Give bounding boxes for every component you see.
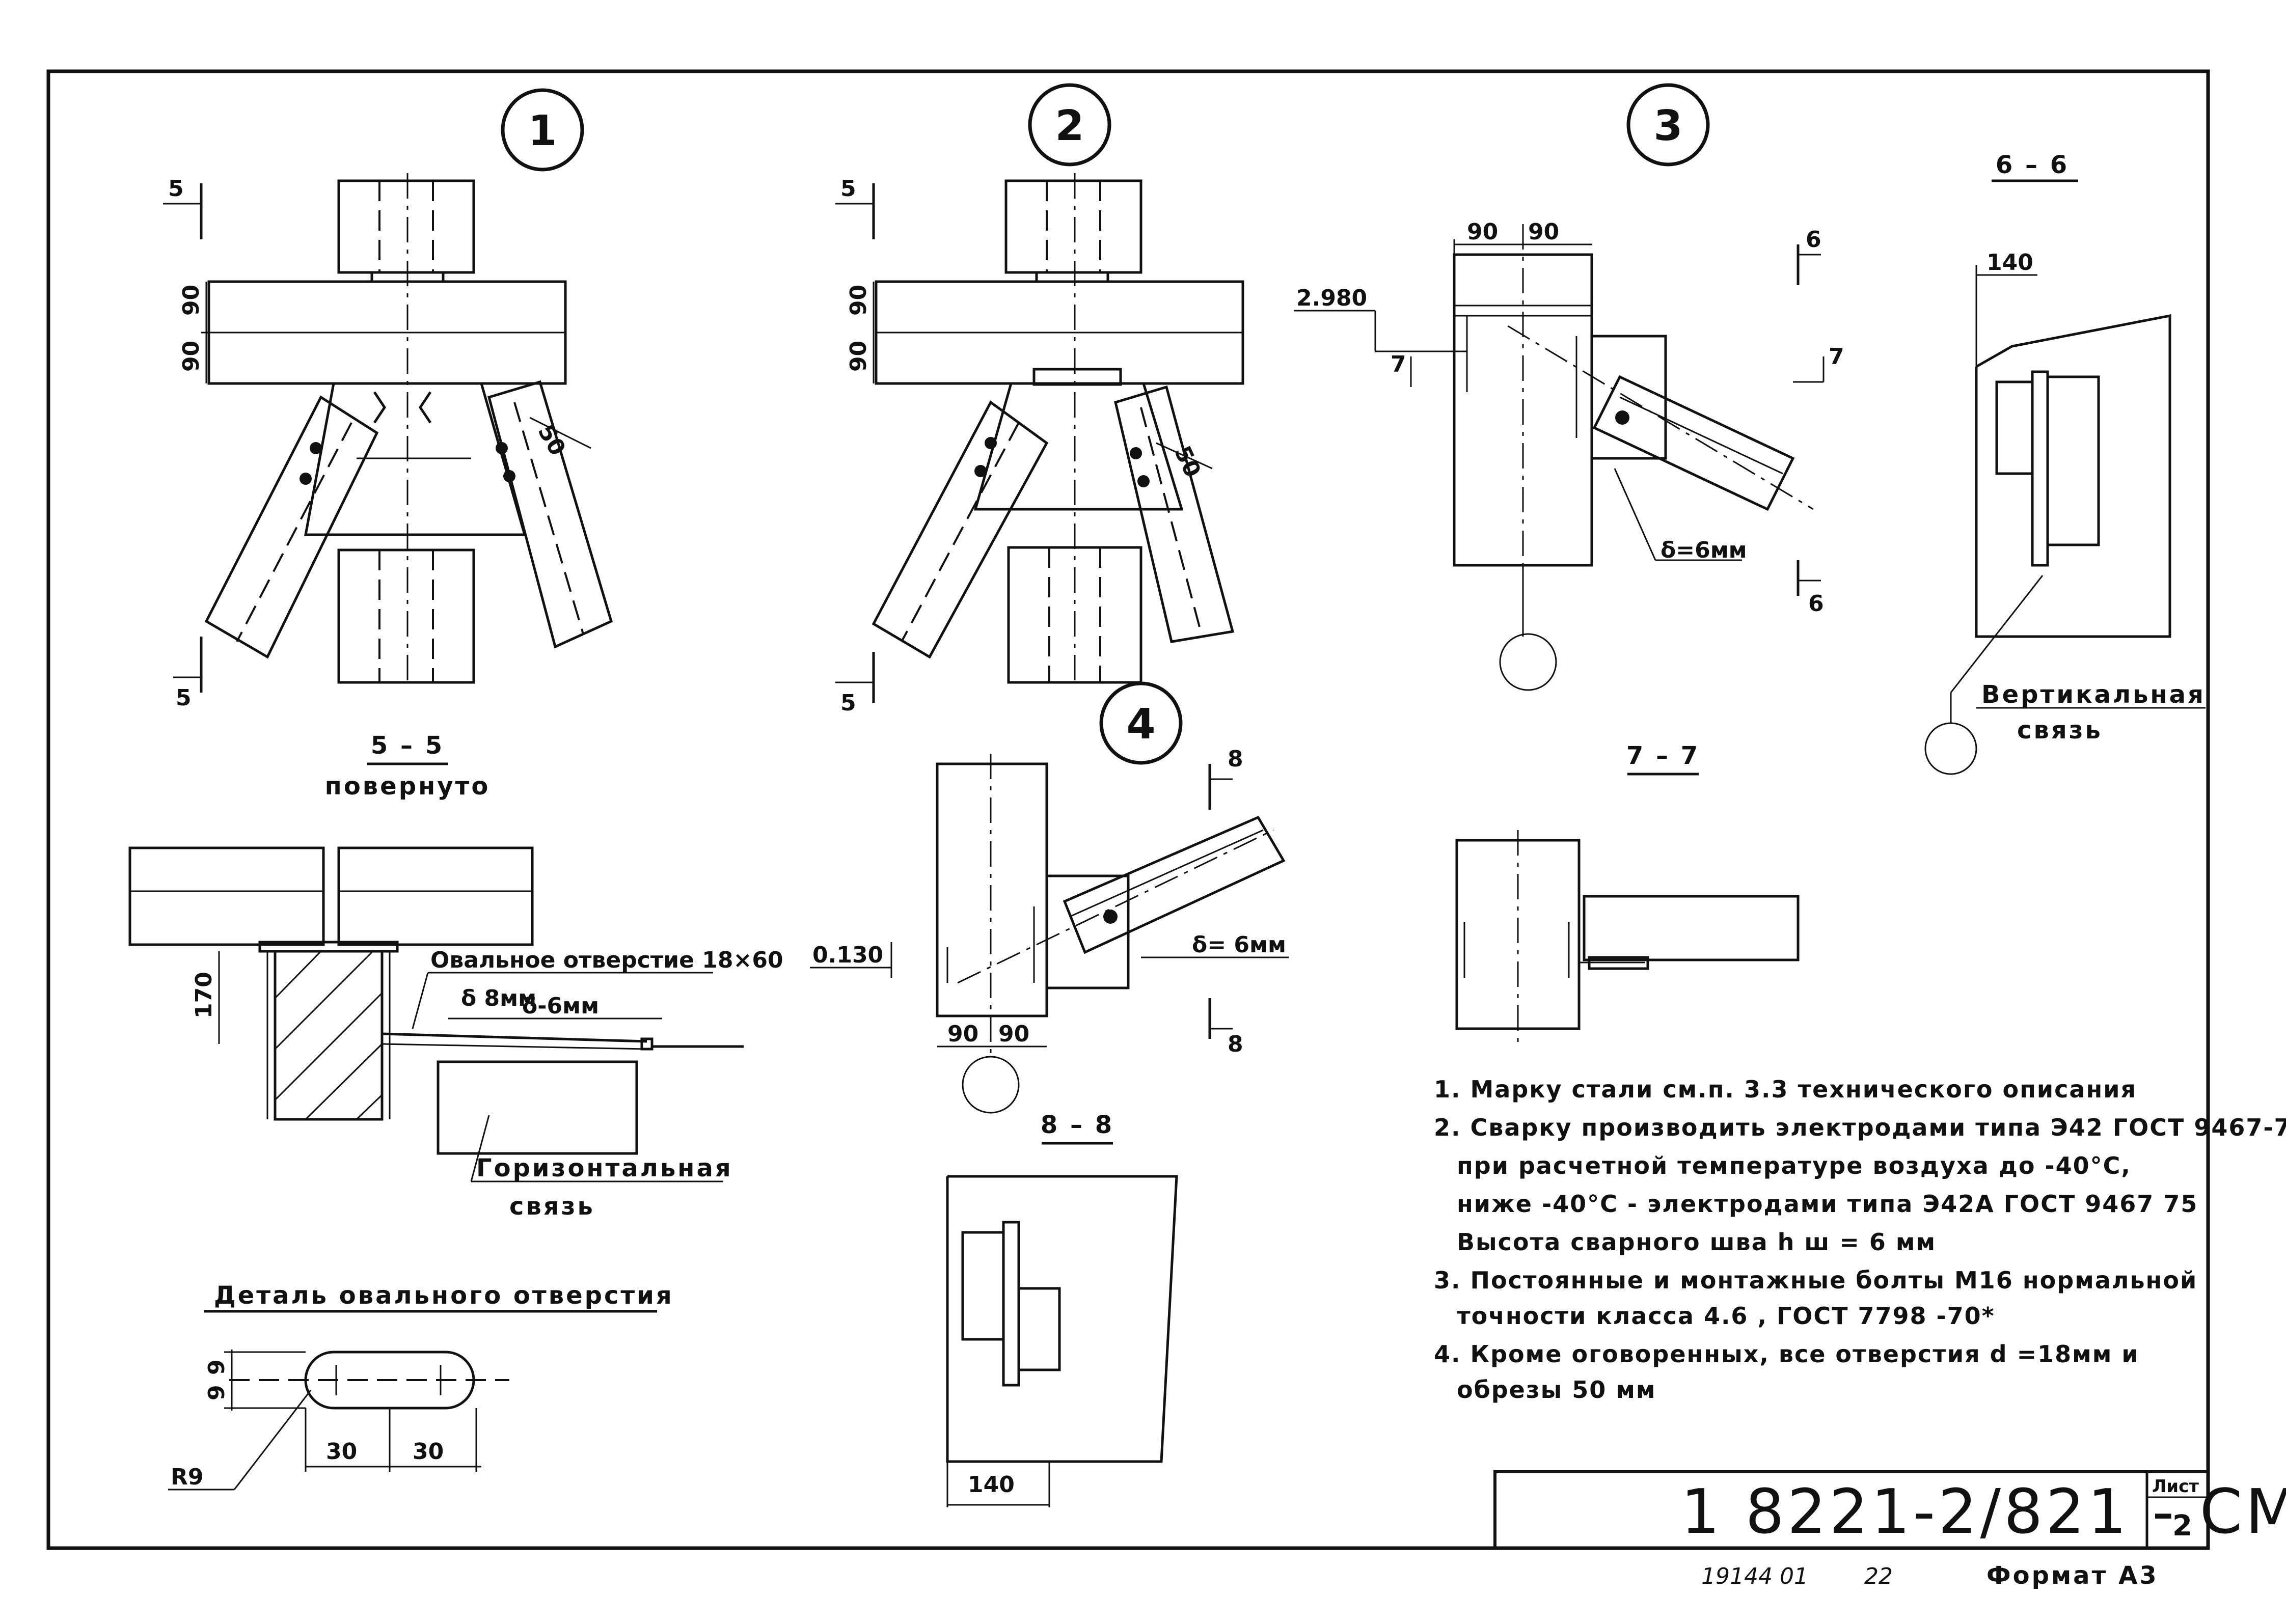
oval-hole-r9: R9 [171,1464,204,1490]
detail-2-dim-50: 50 [1169,442,1206,481]
detail-2-dim-90-top: 90 [846,285,872,316]
detail-4-number: 4 [1126,700,1155,749]
detail-1-dim-50: 50 [532,420,570,460]
detail-3-dim-7: 7 [1391,351,1406,377]
horizontal-brace-label-2: связь [509,1192,595,1221]
oval-hole-detail: Деталь овального отверстия 9 9 R9 30 30 [168,1281,674,1491]
detail-3-elev-2980: 2.980 [1296,285,1367,311]
detail-2-section-5-bottom: 5 [840,690,856,716]
archive-page: 22 [1864,1563,1893,1589]
detail-3-dim-90-right: 90 [1528,219,1559,245]
detail-4-delta-6: δ= 6мм [1192,932,1286,958]
detail-1-dim-90-top: 90 [178,285,204,316]
section-8-8-title: 8 – 8 [1041,1111,1114,1139]
detail-3-number: 3 [1653,102,1682,150]
section-8-8-dim-140: 140 [968,1472,1015,1498]
detail-1-section-5-top: 5 [168,176,184,202]
vertical-brace-label-2: связь [2017,716,2103,745]
detail-4-section-8-top: 8 [1228,746,1243,772]
section-6-6-dim-140: 140 [1986,250,2033,276]
sheet-label: Лист [2152,1476,2199,1497]
note-line-6: 3. Постоянные и монтажные болты М16 норм… [1434,1267,2197,1294]
detail-1: 1 90 90 50 [163,88,613,711]
section-5-5-delta-8: δ 8мм [461,985,536,1011]
detail-4-dim-90-right: 90 [998,1021,1029,1047]
section-5-5-title: 5 – 5 [371,731,444,760]
section-5-5-subtitle: повернуто [325,772,491,801]
note-line-5: Высота сварного шва h ш = 6 мм [1457,1228,1936,1256]
detail-4: 4 0.130 90 90 δ= 6мм 8 8 [810,681,1289,1114]
notes: 1. Марку стали см.п. 3.3 технического оп… [1434,1076,2286,1403]
detail-3-delta-6: δ=6мм [1661,537,1747,563]
detail-2-number: 2 [1055,102,1084,150]
detail-2-dim-90-bottom: 90 [846,341,872,372]
detail-1-dim-90-bottom: 90 [178,341,204,372]
note-line-8: 4. Кроме оговоренных, все отверстия d =1… [1434,1340,2139,1368]
sheet-format: Формат А3 [1986,1561,2159,1590]
vertical-brace-label-1: Вертикальная [1981,680,2206,709]
detail-3-dim-90-left: 90 [1467,219,1498,245]
note-line-3: при расчетной температуре воздуха до -40… [1457,1152,2131,1179]
section-7-7-title: 7 – 7 [1626,741,1700,770]
detail-1-section-5-bottom: 5 [176,685,192,711]
detail-3-section-6-top: 6 [1806,227,1821,253]
detail-4-elev-0130: 0.130 [812,942,883,968]
detail-4-dim-90-left: 90 [947,1021,978,1047]
oval-hole-dim-9-bottom: 9 [204,1385,230,1400]
detail-4-section-8-bottom: 8 [1228,1031,1243,1057]
drawing-code: 1 8221-2/821 - СМ5 [1681,1477,2286,1548]
section-6-6-title: 6 – 6 [1996,151,2069,179]
detail-2-section-5-top: 5 [840,176,856,202]
sheet-frame [46,69,2210,1550]
section-8-8: 8 – 8 140 [946,1111,1178,1507]
section-5-5-delta-6: δ-6мм [522,993,599,1019]
detail-3-section-6-bottom: 6 [1808,591,1824,617]
section-5-5-dim-170: 170 [191,972,217,1019]
note-line-4: ниже -40°С - электродами типа Э42А ГОСТ … [1457,1190,2198,1218]
note-line-2: 2. Сварку производить электродами типа Э… [1434,1114,2286,1141]
section-6-6: 6 – 6 140 Вертикальная связь [1924,151,2206,775]
detail-3-section-7: 7 [1829,344,1844,370]
note-line-1: 1. Марку стали см.п. 3.3 технического оп… [1434,1076,2137,1103]
sheet-number: 2 [2172,1509,2192,1543]
section-7-7: 7 – 7 [1455,741,1800,1044]
oval-hole-dim-30-left: 30 [326,1439,357,1465]
section-5-5: 5 – 5 повернуто 170 Овальное отверстие 1… [128,731,783,1221]
oval-hole-detail-title: Деталь овального отверстия [214,1281,674,1310]
oval-hole-dim-9-top: 9 [204,1359,230,1375]
horizontal-brace-label-1: Горизонтальная [476,1154,733,1182]
title-block: 1 8221-2/821 - СМ5 Лист 2 19144 01 22 Фо… [1493,1470,2286,1590]
note-line-7: точности класса 4.6 , ГОСТ 7798 -70* [1457,1302,1995,1330]
detail-2: 2 90 90 50 5 5 [835,83,1244,716]
oval-hole-dim-30-right: 30 [413,1439,444,1465]
oval-hole-label: Овальное отверстие 18×60 [430,947,783,973]
detail-3: 3 90 90 2.980 7 δ=6мм 6 6 7 [1294,83,1844,691]
archive-number: 19144 01 [1701,1563,1808,1589]
note-line-9: обрезы 50 мм [1457,1376,1656,1403]
detail-1-number: 1 [528,107,557,155]
